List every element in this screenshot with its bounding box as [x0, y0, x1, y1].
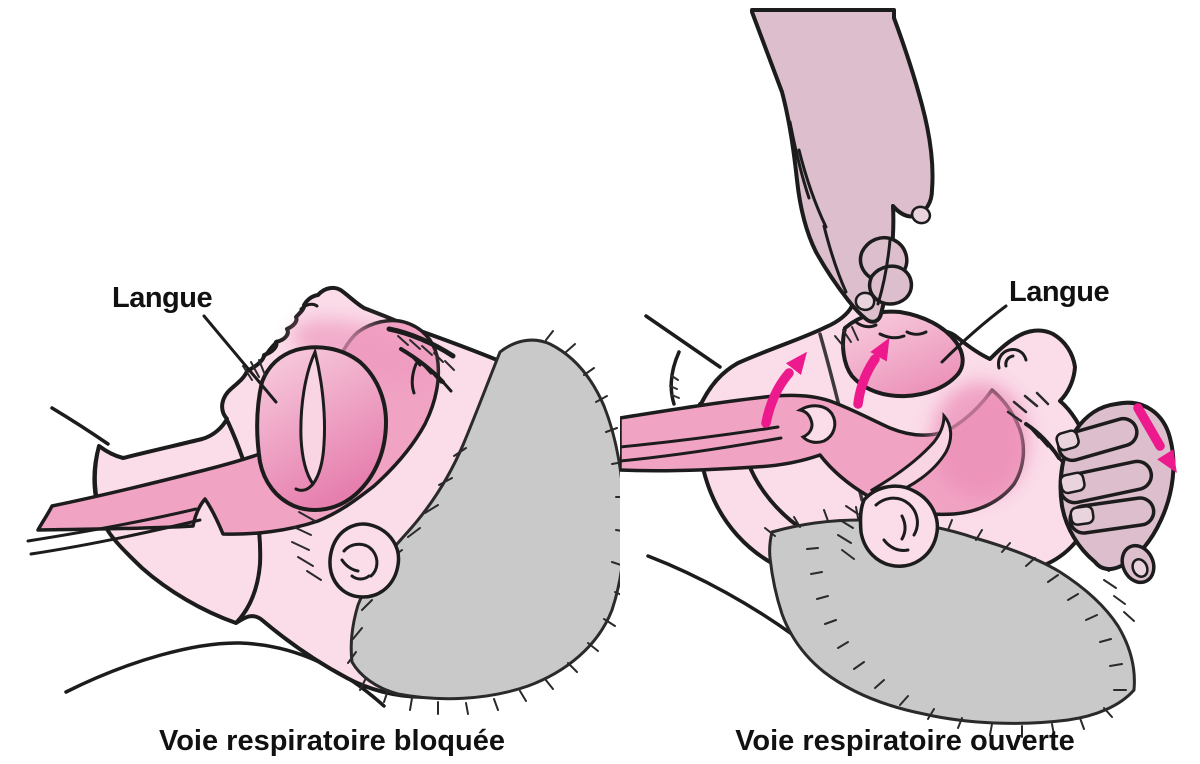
ear	[858, 484, 939, 568]
chin-hatch	[834, 326, 859, 348]
blocked-airway-illustration	[26, 285, 620, 715]
tongue-label: Langue	[112, 282, 213, 314]
collar-line	[669, 350, 681, 406]
sideburn-hatch	[291, 511, 322, 581]
lifting-hand	[750, 8, 935, 324]
hair	[349, 338, 620, 701]
index-nail	[854, 291, 876, 312]
ear-front-hatch	[837, 505, 859, 560]
langue-leader-line	[202, 314, 278, 404]
eyebrow	[386, 326, 456, 359]
hair-hatch	[347, 330, 620, 715]
tongue-label: Langue	[1009, 276, 1110, 308]
nostril-curl	[997, 348, 1028, 370]
fingernail	[1055, 429, 1080, 452]
chin-crease	[854, 320, 878, 329]
ear	[328, 522, 401, 599]
tongue-base-hook	[795, 404, 837, 444]
movement-arrows	[761, 337, 1177, 474]
lips-lines	[878, 330, 928, 340]
shoulder-line	[644, 314, 722, 369]
nasal-shading	[932, 382, 1028, 498]
fingernail	[1069, 505, 1095, 526]
up-arrow-icon	[761, 351, 808, 428]
fingernail	[1131, 558, 1149, 578]
down-arrow-icon	[1133, 403, 1177, 474]
tongue-shape	[841, 309, 965, 399]
langue-leader-line	[940, 304, 1008, 364]
collar-hatch	[669, 375, 680, 399]
palm-creases	[788, 120, 892, 306]
hair	[768, 518, 1136, 725]
blocked-airway-caption: Voie respiratoire bloquée	[159, 725, 505, 757]
nasal-shading	[292, 319, 432, 385]
folded-finger	[867, 264, 914, 306]
esophagus-lines	[26, 507, 202, 556]
eyebrow-hatch	[1006, 391, 1050, 423]
eyebrow-hatch	[397, 335, 455, 371]
mouth-line	[263, 339, 279, 358]
chin-hatch	[242, 359, 266, 381]
open-airway-caption: Voie respiratoire ouverte	[735, 725, 1075, 757]
fingernail	[1059, 471, 1086, 495]
ear-inner-lines	[340, 542, 379, 581]
up-arrow-icon	[853, 337, 890, 409]
open-airway-illustration	[620, 8, 1177, 738]
finger	[1057, 416, 1139, 463]
esophagus-lines	[620, 425, 783, 463]
knuckle-nail	[910, 205, 932, 225]
eyelashes	[411, 355, 453, 393]
eye-inner-line	[410, 362, 418, 395]
ear-inner-lines	[874, 496, 919, 552]
finger	[1058, 459, 1154, 505]
shoulder-line	[50, 406, 110, 446]
forehead-hand	[1055, 400, 1176, 585]
nostril-line	[299, 302, 319, 311]
uvula-line	[294, 482, 315, 492]
